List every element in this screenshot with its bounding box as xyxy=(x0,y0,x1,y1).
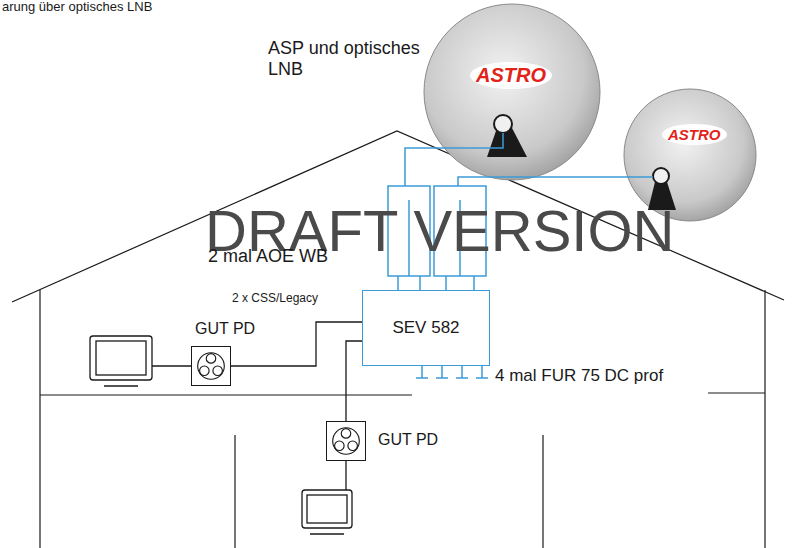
component-label: 2 mal AOE WB xyxy=(208,246,328,267)
antenna-socket: GUT PD xyxy=(326,421,327,422)
terminator-symbol xyxy=(416,366,488,378)
brand-logo: ASTRO xyxy=(662,124,727,145)
multiswitch-box: SEV 582 xyxy=(362,290,490,366)
socket-symbol xyxy=(192,347,230,385)
coax-connector xyxy=(346,341,362,421)
cropped-heading: arung über optisches LNB xyxy=(2,0,152,15)
signal-label: 2 x CSS/Legacy xyxy=(232,292,318,306)
component-label: 4 mal FUR 75 DC prof xyxy=(495,366,663,386)
brand-logo: ASTRO xyxy=(470,62,552,89)
socket-symbol xyxy=(327,422,365,460)
coax-cable xyxy=(405,133,653,186)
socket-outlet xyxy=(326,421,366,461)
antenna-socket: GUT PD xyxy=(191,320,192,321)
socket-label: GUT PD xyxy=(195,320,255,338)
socket-label: GUT PD xyxy=(378,431,438,449)
satellite-dish xyxy=(424,4,600,180)
house-outline xyxy=(12,131,784,548)
socket-outlet xyxy=(191,346,231,386)
tv-set xyxy=(90,336,191,386)
tv-set xyxy=(302,461,352,534)
component-label: ASP und optisches LNB xyxy=(268,38,428,79)
box-label: SEV 582 xyxy=(392,318,459,338)
